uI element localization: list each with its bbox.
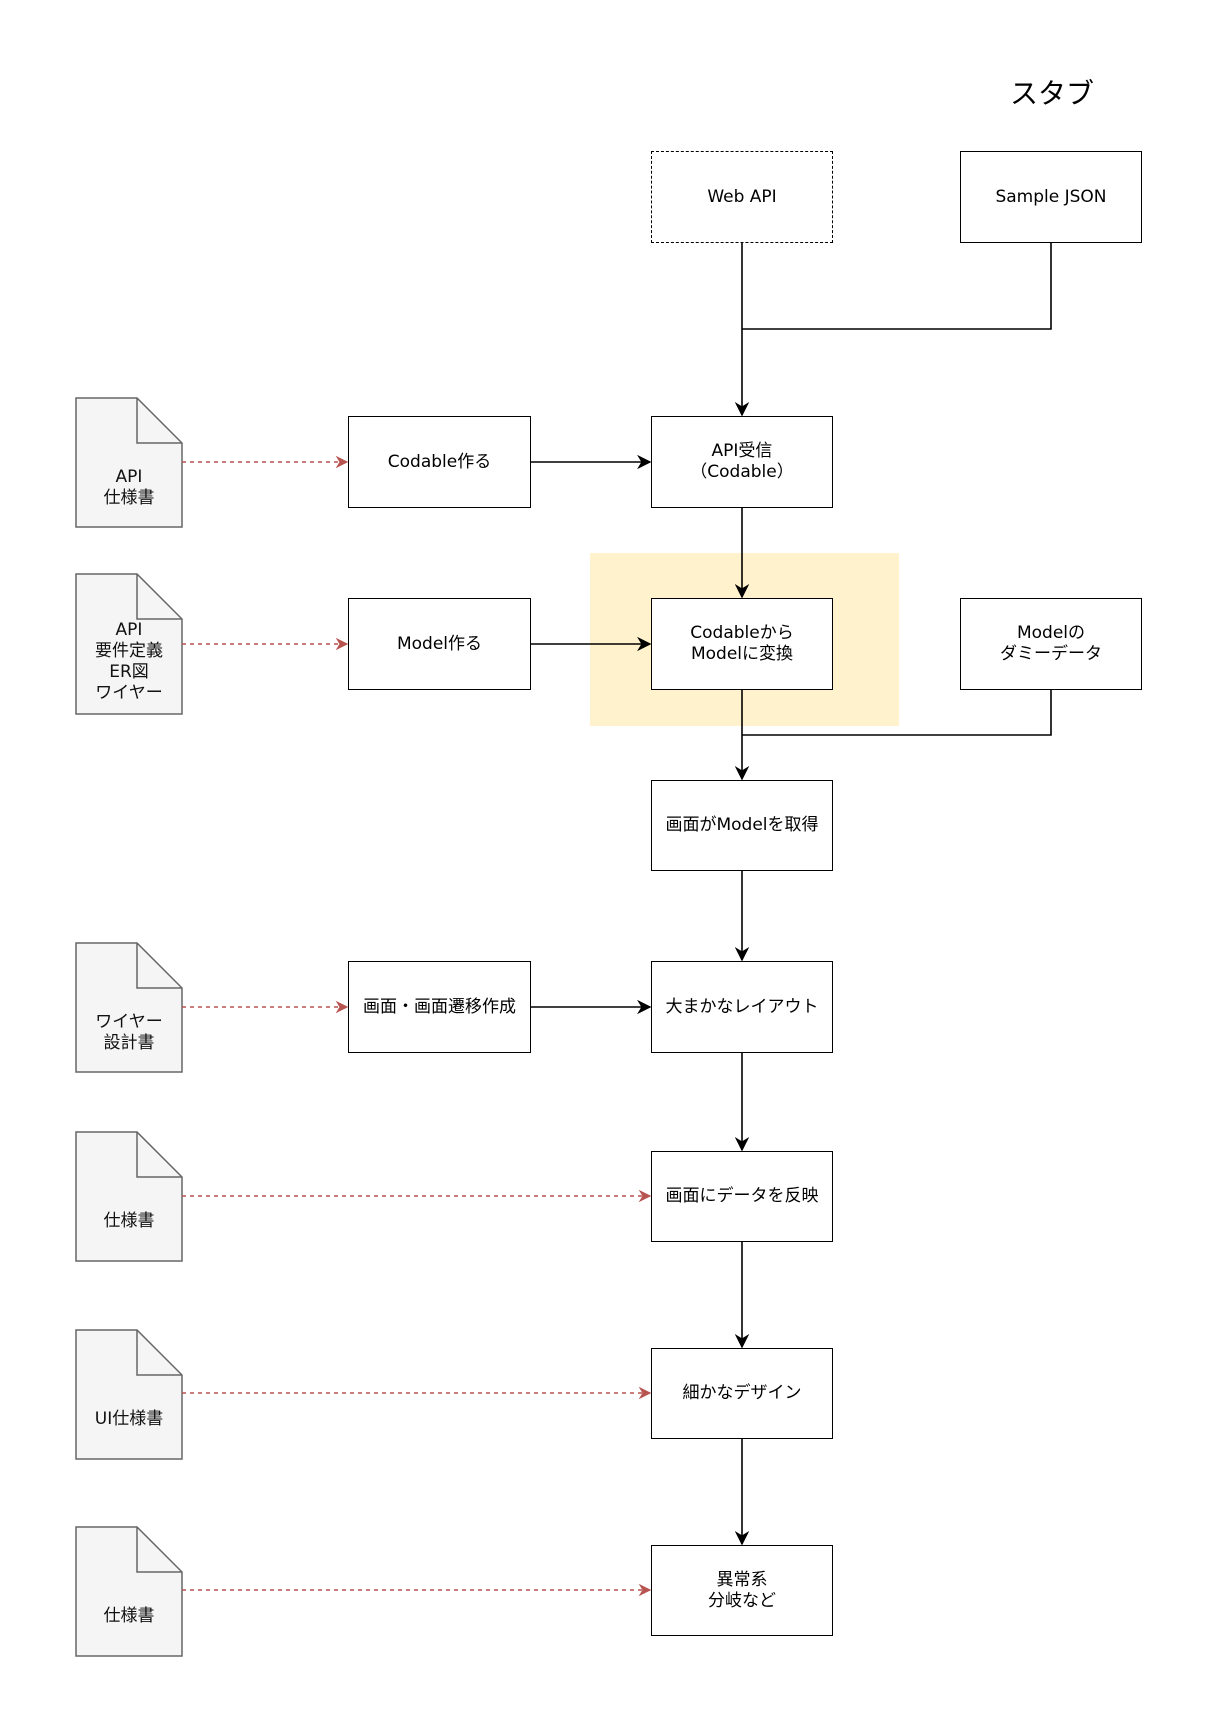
doc-api-spec-shape: [75, 397, 183, 528]
doc-spec-label: 仕様書: [103, 1211, 155, 1231]
screen-get-model-node[interactable]: 画面がModelを取得: [651, 780, 833, 871]
reflect-data-node[interactable]: 画面にデータを反映: [651, 1151, 833, 1242]
fine-design-node[interactable]: 細かなデザイン: [651, 1348, 833, 1439]
sample-json-node[interactable]: Sample JSON: [960, 151, 1142, 243]
make-codable-node[interactable]: Codable作る: [348, 416, 531, 508]
doc-wireframe-shape: [75, 942, 183, 1073]
doc-ui-spec-label: UI仕様書: [94, 1409, 164, 1429]
doc-ui-spec-shape: [75, 1329, 183, 1460]
model-dummy-data-node[interactable]: Modelの ダミーデータ: [960, 598, 1142, 690]
rough-layout-node[interactable]: 大まかなレイアウト: [651, 961, 833, 1053]
codable-to-model-node[interactable]: Codableから Modelに変換: [651, 598, 833, 690]
stub-title: スタブ: [1010, 77, 1095, 110]
doc-requirements-label: API 要件定義 ER図 ワイヤー: [95, 620, 163, 703]
doc-spec-2-label: 仕様書: [103, 1606, 155, 1626]
make-screens-node[interactable]: 画面・画面遷移作成: [348, 961, 531, 1053]
doc-api-spec-label: API 仕様書: [103, 466, 155, 508]
error-branch-node[interactable]: 異常系 分岐など: [651, 1545, 833, 1636]
doc-requirements-shape: [75, 573, 183, 715]
doc-spec-2-shape: [75, 1526, 183, 1657]
api-receive-node[interactable]: API受信 （Codable）: [651, 416, 833, 508]
edge-dummy-merge: [742, 690, 1052, 736]
edge-samplejson-merge: [742, 243, 1052, 330]
web-api-node[interactable]: Web API: [651, 151, 833, 243]
make-model-node[interactable]: Model作る: [348, 598, 531, 690]
doc-spec-shape: [75, 1131, 183, 1262]
doc-wireframe-label: ワイヤー 設計書: [95, 1011, 163, 1053]
